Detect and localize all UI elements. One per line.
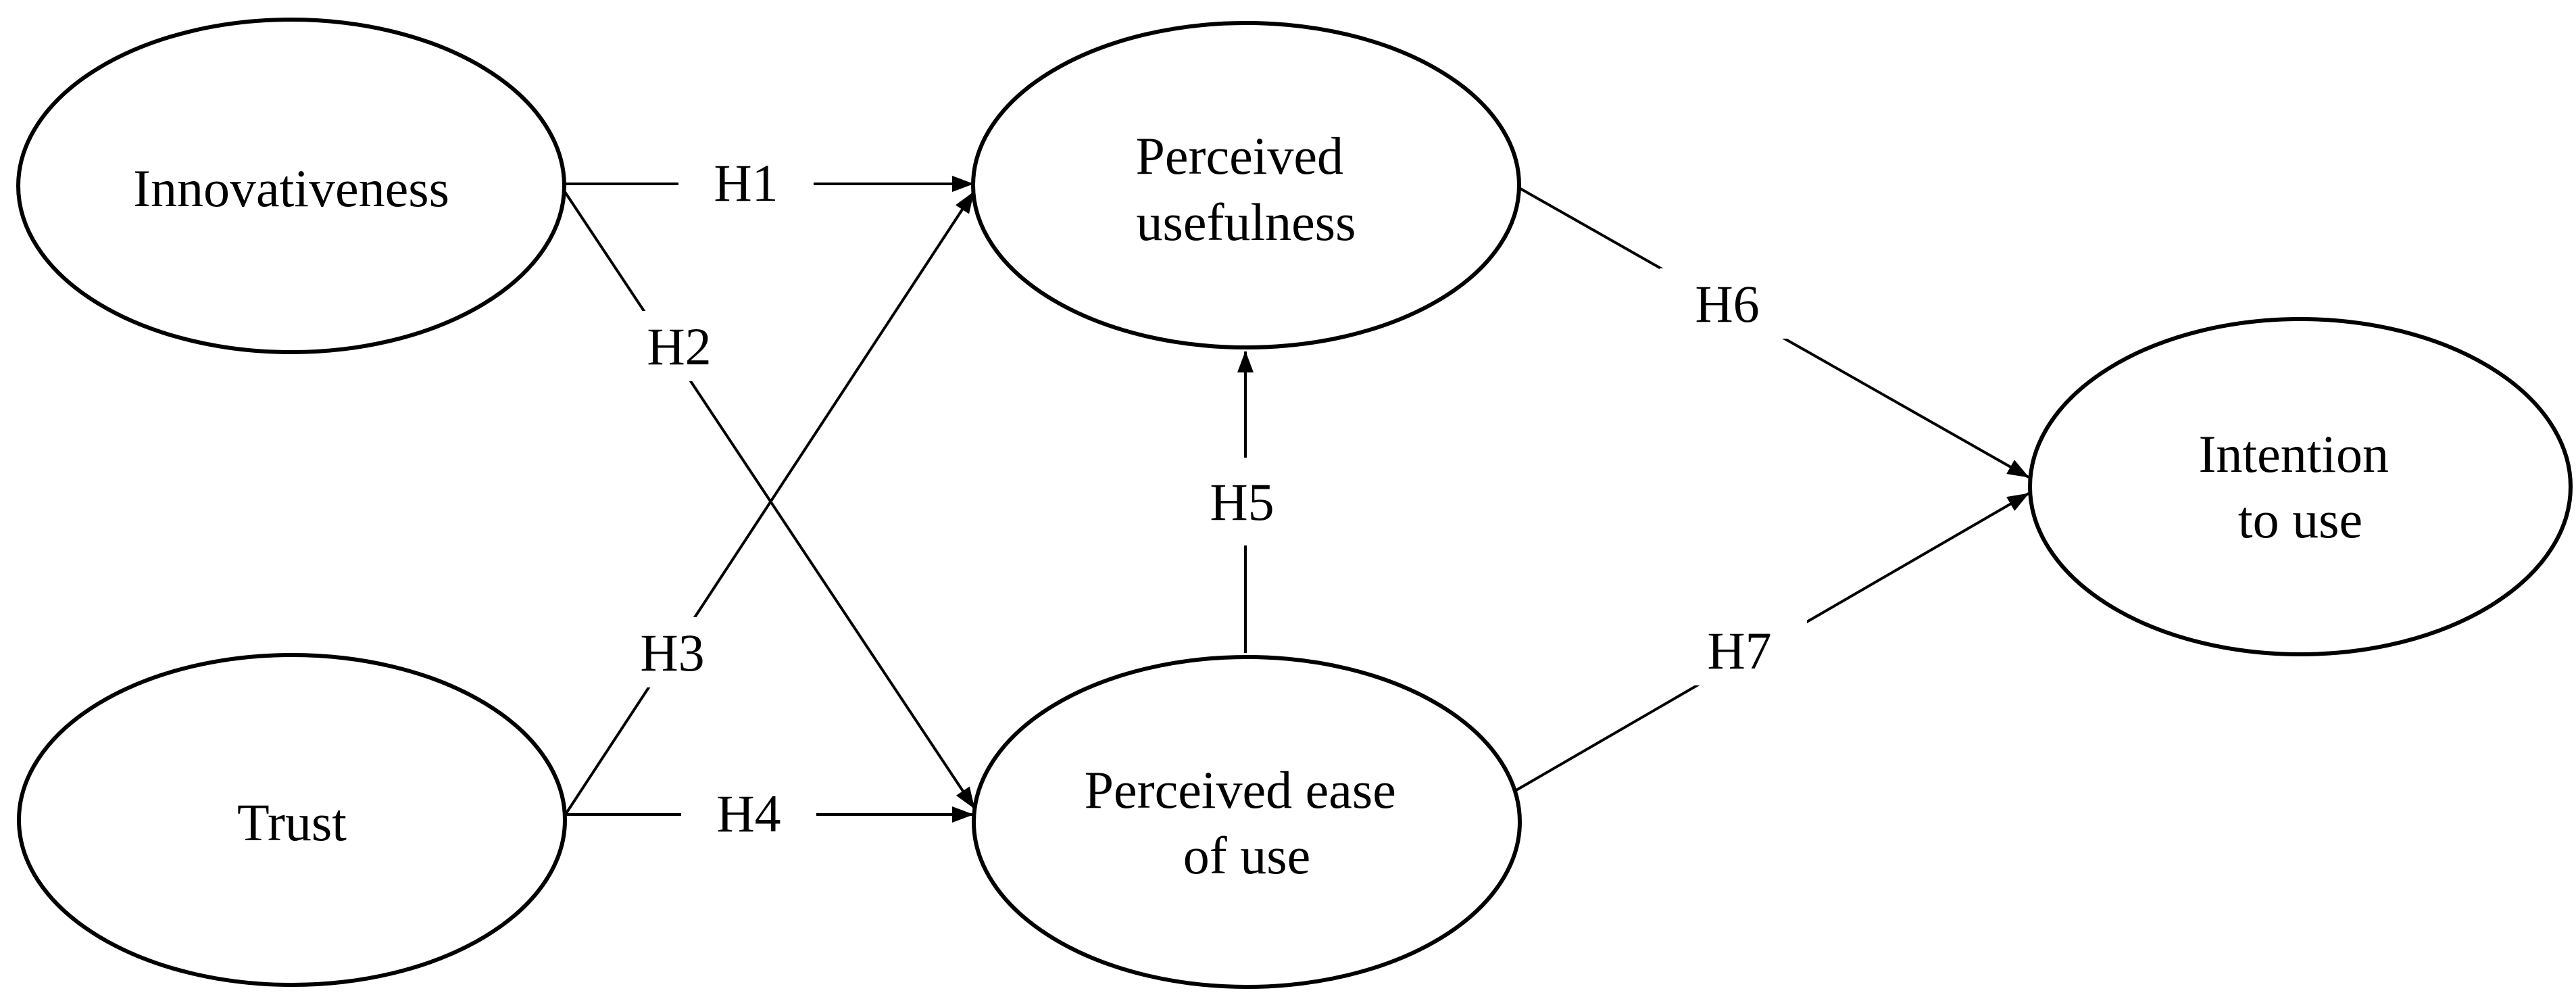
perceived-usefulness-label: Perceived usefulness: [1135, 126, 1356, 251]
edge-h2-label: H2: [647, 317, 711, 376]
intention-to-use-label: Intention to use: [2198, 424, 2402, 549]
trust-label-text: Trust: [237, 793, 347, 852]
edge-h5-label: H5: [1210, 472, 1274, 531]
edge-h1-label-bg: [678, 147, 814, 218]
innovativeness-label: Innovativeness: [133, 159, 449, 218]
edge-h3-label-bg: [605, 617, 740, 687]
perceived-usefulness-line2: usefulness: [1137, 193, 1356, 251]
edge-h5-label-bg: [1188, 458, 1296, 545]
node-perceived-ease-of-use: Perceived ease of use: [972, 655, 1522, 989]
edge-h4-label-bg: [681, 778, 816, 848]
edge-h4-label: H4: [716, 784, 781, 843]
node-innovativeness: Innovativeness: [16, 18, 566, 354]
perceived-ease-of-use-ellipse: [972, 655, 1522, 989]
edge-h6-label-bg: [1660, 268, 1795, 339]
edge-h3-label-text: H3: [640, 623, 704, 682]
perceived-ease-of-use-line2: of use: [1183, 826, 1310, 885]
node-perceived-usefulness: Perceived usefulness: [971, 21, 1521, 349]
trust-label: Trust: [237, 793, 347, 852]
edge-h5: H5: [1188, 351, 1296, 653]
perceived-usefulness-ellipse: [971, 21, 1521, 349]
perceived-ease-of-use-line1: Perceived ease: [1085, 760, 1396, 819]
edge-h3: H3: [564, 191, 975, 817]
edge-h1-label-text: H1: [714, 153, 778, 212]
trust-ellipse: [17, 653, 567, 987]
edge-h6-label-text: H6: [1695, 274, 1759, 333]
edge-h1: H1: [564, 147, 974, 218]
node-trust: Trust: [17, 653, 567, 987]
intention-to-use-line1: Intention: [2198, 424, 2389, 483]
edge-h7-label: H7: [1707, 621, 1771, 680]
edge-h7-label-text: H7: [1707, 621, 1771, 680]
perceived-usefulness-line1: Perceived: [1135, 126, 1343, 185]
edge-h6: H6: [1518, 187, 2029, 479]
edge-h1-label: H1: [714, 153, 778, 212]
edge-h3-arrow: [564, 191, 975, 817]
edge-h2-label-bg: [612, 311, 747, 381]
edge-h5-label-text: H5: [1210, 472, 1274, 531]
edge-h2: H2: [564, 191, 976, 810]
edge-h2-label-text: H2: [647, 317, 711, 376]
edge-h2-arrow: [564, 191, 976, 810]
edge-h7: H7: [1514, 492, 2030, 792]
intention-to-use-ellipse: [2028, 317, 2573, 656]
edge-h4-label-text: H4: [716, 784, 781, 843]
innovativeness-ellipse: [16, 18, 566, 354]
edge-h6-label: H6: [1695, 274, 1759, 333]
innovativeness-label-text: Innovativeness: [133, 159, 449, 218]
edge-h7-label-bg: [1672, 615, 1807, 685]
perceived-ease-of-use-label: Perceived ease of use: [1085, 760, 1410, 885]
intention-to-use-line2: to use: [2238, 490, 2362, 549]
edge-h4: H4: [565, 778, 974, 848]
edge-h3-label: H3: [640, 623, 704, 682]
node-intention-to-use: Intention to use: [2028, 317, 2573, 656]
